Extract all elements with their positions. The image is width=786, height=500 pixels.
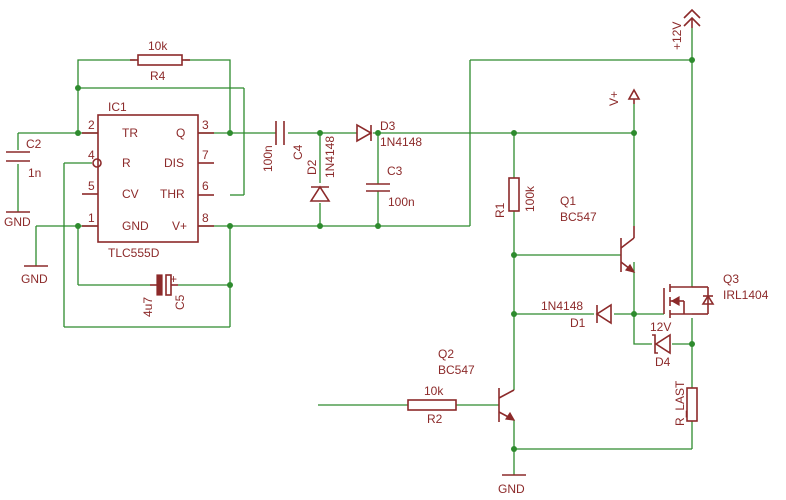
- c3-name: C3: [387, 164, 403, 178]
- gnd-label-c2: GND: [4, 215, 31, 229]
- gnd-label-ic: GND: [21, 272, 48, 286]
- gnd-symbol-ic: GND: [21, 265, 48, 286]
- ic1-555-timer: IC1 TLC555D 2 TR 4 R 5 CV 1 GND 3 Q 7 DI…: [82, 100, 214, 260]
- r2-value: 10k: [424, 384, 444, 398]
- vplus-label: V+: [607, 91, 621, 106]
- ic-pin7-num: 7: [202, 148, 209, 162]
- q1-name: Q1: [560, 194, 576, 208]
- d4-name: D4: [655, 355, 671, 369]
- q3-name: Q3: [723, 272, 739, 286]
- d3-value: 1N4148: [380, 135, 422, 149]
- r4-name: R4: [150, 69, 166, 83]
- transistor-q1: Q1 BC547: [560, 194, 636, 273]
- d1-name: D1: [570, 316, 586, 330]
- c4-name: C4: [291, 144, 305, 160]
- plus12v-label: +12V: [670, 22, 684, 50]
- gnd-symbol-q2: GND: [498, 474, 526, 496]
- resistor-r1: R1 100k: [493, 177, 537, 218]
- ic-pin4-label: R: [122, 156, 131, 170]
- resistor-r-last: R_LAST: [673, 380, 698, 426]
- q2-name: Q2: [438, 347, 454, 361]
- ic-pin5-label: CV: [122, 187, 139, 201]
- resistor-r2: 10k R2: [407, 384, 457, 426]
- diode-d3: D3 1N4148: [356, 119, 422, 149]
- ic-pin6-num: 6: [202, 179, 209, 193]
- vplus-supply-symbol: V+: [607, 88, 641, 106]
- q2-value: BC547: [438, 363, 475, 377]
- wires: [17, 28, 693, 475]
- r1-value: 100k: [523, 185, 537, 212]
- gnd-symbol-c2: GND: [4, 211, 31, 229]
- diode-d2: D2 1N4148: [305, 136, 337, 202]
- ic-pin1-label: GND: [122, 219, 149, 233]
- ic-pin2-label: TR: [122, 126, 138, 140]
- ic-pin6-label: THR: [160, 187, 185, 201]
- gnd-label-q2: GND: [498, 482, 525, 496]
- ic-pin8-label: V+: [172, 219, 187, 233]
- d4-value: 12V: [650, 320, 671, 334]
- ic-pin4-num: 4: [88, 148, 95, 162]
- d1-value: 1N4148: [541, 299, 583, 313]
- r1-name: R1: [493, 202, 507, 218]
- r4-value: 10k: [148, 39, 168, 53]
- d2-name: D2: [305, 159, 319, 175]
- c5-polarity: +: [170, 272, 177, 286]
- ic-pin1-num: 1: [88, 211, 95, 225]
- mosfet-q3: Q3 IRL1404: [663, 272, 769, 318]
- c2-value: 1n: [28, 166, 41, 180]
- c4-value: 100n: [261, 145, 275, 172]
- ic1-name: IC1: [108, 100, 127, 114]
- plus12v-supply-symbol: +12V: [670, 8, 701, 50]
- r-last-label: R_LAST: [673, 380, 687, 426]
- capacitor-c2: C2 1n: [6, 137, 42, 180]
- d3-name: D3: [380, 119, 396, 133]
- ic-pin3-label: Q: [176, 126, 185, 140]
- r2-name: R2: [427, 412, 443, 426]
- ic1-type: TLC555D: [108, 246, 160, 260]
- ic-pin5-num: 5: [88, 179, 95, 193]
- c5-value: 4u7: [141, 297, 155, 317]
- c3-value: 100n: [388, 195, 415, 209]
- ic-pin3-num: 3: [202, 118, 209, 132]
- transistor-q2: Q2 BC547: [438, 347, 516, 422]
- d2-value: 1N4148: [323, 136, 337, 178]
- capacitor-c5: + 4u7 C5: [141, 272, 187, 317]
- diode-d1: 1N4148 D1: [541, 299, 612, 330]
- zener-diode-d4: 12V D4: [650, 320, 671, 369]
- capacitor-c3: C3 100n: [366, 164, 415, 209]
- ic-pin7-label: DIS: [164, 156, 184, 170]
- junction-dots: [75, 57, 695, 452]
- resistor-r4: 10k R4: [130, 39, 190, 83]
- c2-name: C2: [26, 137, 42, 151]
- ic-pin2-num: 2: [88, 118, 95, 132]
- c5-name: C5: [173, 294, 187, 310]
- q1-value: BC547: [560, 210, 597, 224]
- ic-pin8-num: 8: [202, 211, 209, 225]
- q3-value: IRL1404: [723, 288, 769, 302]
- capacitor-c4: 100n C4: [261, 121, 305, 172]
